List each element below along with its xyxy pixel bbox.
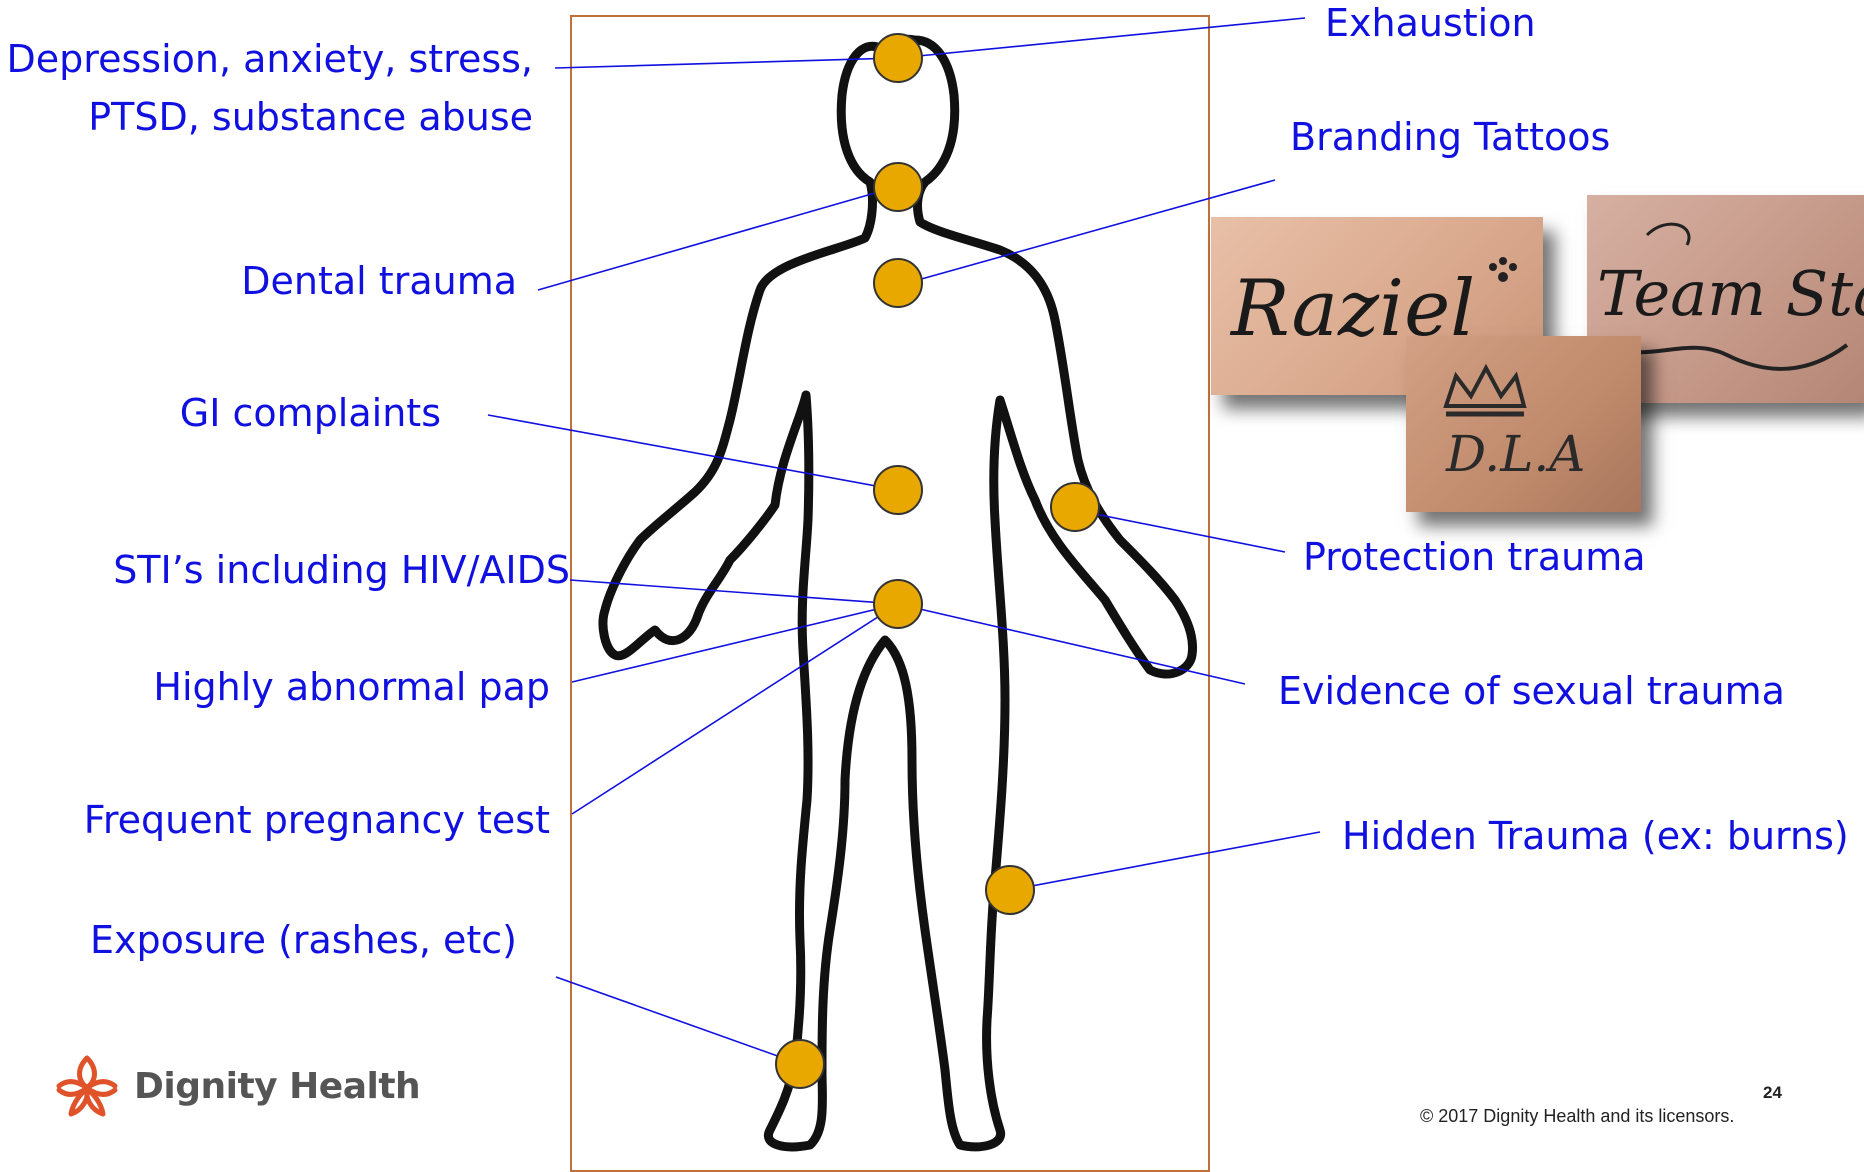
connector-gi <box>488 415 898 490</box>
brand-name: Dignity Health <box>134 1066 420 1107</box>
connector-sti <box>570 580 898 604</box>
connector-dental <box>538 187 896 290</box>
dignity-health-logo-icon <box>59 1058 115 1114</box>
marker-thigh <box>986 866 1034 914</box>
marker-arm <box>1051 483 1099 531</box>
connector-pap <box>572 604 898 682</box>
marker-head <box>874 34 922 82</box>
marker-mouth <box>874 163 922 211</box>
connector-exposure <box>556 977 800 1064</box>
connector-hidden <box>1010 832 1320 890</box>
connector-protection <box>1075 510 1285 552</box>
page-number: 24 <box>1763 1083 1782 1103</box>
copyright-notice: © 2017 Dignity Health and its licensors. <box>1420 1106 1734 1127</box>
marker-pelvis <box>874 580 922 628</box>
marker-ankle <box>776 1040 824 1088</box>
connector-exhaustion <box>898 18 1305 58</box>
marker-abdomen <box>874 466 922 514</box>
injury-markers <box>776 34 1099 1088</box>
marker-chest <box>874 259 922 307</box>
